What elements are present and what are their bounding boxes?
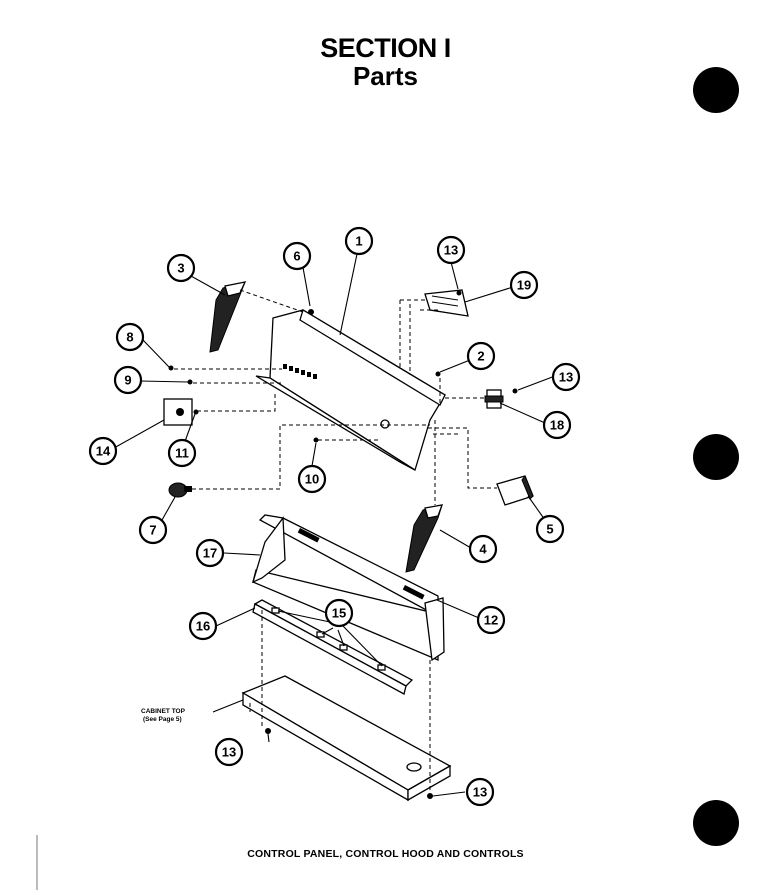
cabinet-top-part (241, 675, 452, 802)
screw-2 (435, 371, 441, 377)
svg-text:9: 9 (124, 373, 131, 388)
callout-16: 16 (188, 611, 218, 641)
callout-15: 15 (324, 598, 354, 628)
svg-text:1: 1 (355, 234, 362, 249)
callout-17: 17 (195, 538, 225, 568)
svg-text:2: 2 (477, 349, 484, 364)
callout-5: 5 (535, 514, 565, 544)
callout-2: 2 (466, 341, 496, 371)
svg-text:19: 19 (517, 278, 531, 293)
svg-text:17: 17 (203, 546, 217, 561)
svg-text:7: 7 (149, 523, 156, 538)
control-panel-part (255, 309, 446, 472)
callout-11: 11 (167, 438, 197, 468)
svg-text:13: 13 (444, 243, 458, 258)
switch-part (484, 388, 518, 409)
svg-text:4: 4 (479, 542, 487, 557)
section-header: SECTION I Parts (0, 34, 771, 90)
svg-text:6: 6 (293, 249, 300, 264)
binder-hole-middle (693, 434, 739, 480)
svg-text:18: 18 (550, 418, 564, 433)
cabinet-top-label: CABINET TOP (141, 708, 186, 715)
section-title: SECTION I (320, 33, 451, 63)
timer-part (496, 474, 534, 506)
svg-text:3: 3 (177, 261, 184, 276)
guide-lines (174, 289, 497, 792)
left-end-cap-part (209, 281, 247, 353)
screw-9 (187, 379, 193, 385)
callout-18: 18 (542, 410, 572, 440)
leader-lines (113, 253, 556, 797)
bracket-strip-part (252, 599, 414, 695)
callout-14: 14 (88, 436, 118, 466)
margin-mark (36, 835, 38, 890)
svg-text:15: 15 (332, 606, 346, 621)
callout-1: 1 (344, 226, 374, 256)
screw-13-top (456, 290, 462, 296)
callout-13-top: 13 (436, 235, 466, 265)
callout-8: 8 (115, 322, 145, 352)
callout-3: 3 (166, 253, 196, 283)
callout-7: 7 (138, 515, 168, 545)
callout-10: 10 (297, 464, 327, 494)
svg-text:10: 10 (305, 472, 319, 487)
svg-text:12: 12 (484, 613, 498, 628)
terminal-block-part (424, 289, 469, 317)
binder-hole-bottom (693, 800, 739, 846)
callout-13-left: 13 (214, 737, 244, 767)
callout-12: 12 (476, 605, 506, 635)
svg-text:13: 13 (473, 785, 487, 800)
callout-13-bottom: 13 (465, 777, 495, 807)
screw-8 (168, 365, 174, 371)
screw-13-left (265, 728, 271, 734)
callout-9: 9 (113, 365, 143, 395)
screw-10 (313, 437, 319, 443)
svg-text:5: 5 (546, 522, 553, 537)
svg-text:13: 13 (559, 370, 573, 385)
callout-19: 19 (509, 270, 539, 300)
knob-plate-part (163, 398, 199, 426)
svg-text:8: 8 (126, 330, 133, 345)
knob-part (168, 482, 192, 498)
right-end-cap-part (405, 504, 443, 573)
svg-text:13: 13 (222, 745, 236, 760)
section-subtitle: Parts (352, 61, 419, 91)
svg-text:16: 16 (196, 619, 210, 634)
svg-text:14: 14 (96, 444, 111, 459)
callout-6: 6 (282, 241, 312, 271)
callout-4: 4 (468, 534, 498, 564)
screw-13-right (427, 793, 433, 799)
callout-13-right: 13 (551, 362, 581, 392)
figure-caption: CONTROL PANEL, CONTROL HOOD AND CONTROLS (247, 848, 524, 860)
binder-hole-top (693, 67, 739, 113)
svg-text:11: 11 (175, 446, 189, 461)
cabinet-top-sublabel: (See Page 5) (143, 716, 182, 723)
